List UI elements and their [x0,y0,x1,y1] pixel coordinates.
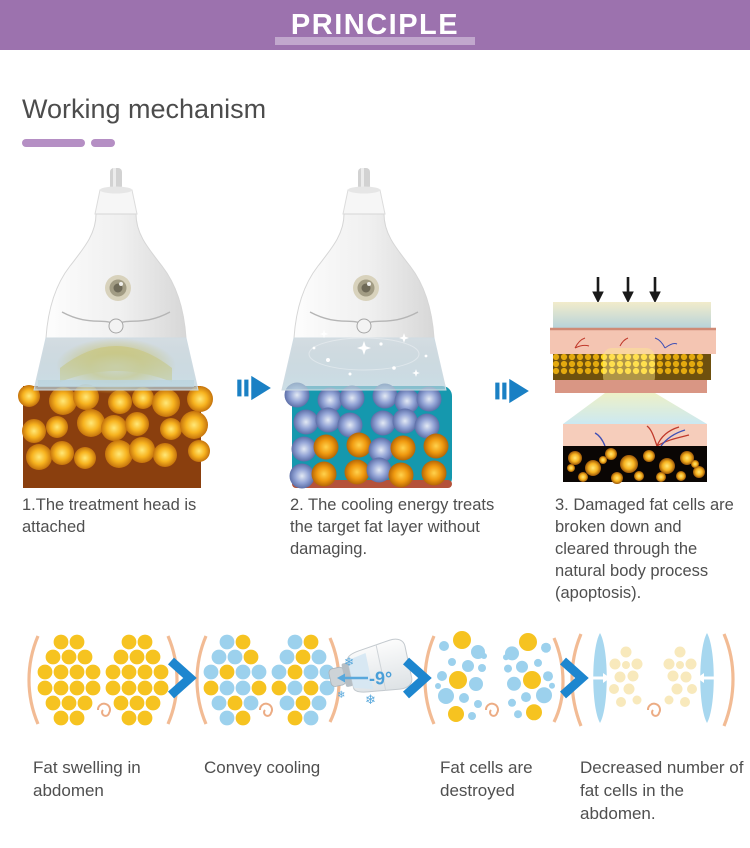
fat-cluster [105,634,169,726]
faded-fat-cluster [663,646,697,707]
banner-underline [275,37,475,45]
fast-forward-arrow-icon [495,378,529,404]
fat-cluster [37,634,101,726]
destroyed-fat-cluster [503,633,555,721]
banner: PRINCIPLE [0,0,750,50]
page-title: PRINCIPLE [290,9,460,41]
chevron-right-icon [402,657,432,699]
stage-label-1: Fat swelling in abdomen [33,758,141,800]
frozen-fat-cells [284,382,449,489]
highlight-zone [603,348,655,386]
snowflake-icon: ❄ [344,655,354,669]
fat-cells [18,384,213,470]
snowflake-icon: ❄ [365,692,376,707]
stage-label-2: Convey cooling [204,758,321,777]
fast-forward-arrow-icon [237,375,271,401]
navel-icon [97,702,661,717]
snowflake-icon: ❄ [337,690,345,701]
skin-vessels [574,337,678,349]
chevron-right-icon [559,657,589,699]
skin-layer [550,328,716,354]
flattened-abdomen-icon [592,633,610,723]
inward-arrow-icon [697,673,704,683]
step-caption-2: 2. The cooling energy treats the target … [290,496,495,558]
fat-layer-cells [552,353,704,375]
treatment-step-2-illustration [281,168,452,489]
treatment-step-1-illustration [18,168,213,488]
magnified-skin [563,424,707,446]
cooling-handpiece-icon: ❄ ❄ ❄ -9° [328,638,413,707]
title-accent-dash [22,139,85,147]
chevron-right-icon [167,657,197,699]
treatment-handpiece [33,168,199,391]
step-caption-1: 1.The treatment head is attached [22,496,197,536]
step-caption-3: 3. Damaged fat cells are broken down and… [555,496,734,602]
magnified-fat-cells [567,448,705,484]
magnified-vessels [594,425,690,447]
pressure-down-arrow-icon [592,277,661,304]
muscle-layer [555,380,707,393]
treatment-step-3-illustration [550,277,716,484]
cooling-sparkles [308,329,428,377]
faded-fat-cluster [609,646,643,707]
cooling-plate [553,302,711,328]
section-title: Working mechanism [22,94,267,124]
stage-label-4: Decreased number of fat cells in the abd… [580,758,744,823]
temperature-label: -9° [369,669,392,689]
cooling-fat-cluster [271,634,335,726]
left-arrow-icon [337,673,345,683]
process-strip-illustration: ❄ ❄ ❄ -9° [27,631,735,727]
stage-label-3: Fat cells are destroyed [440,758,533,800]
cooling-fat-cluster [203,634,267,726]
inward-arrow-icon [603,673,610,683]
treatment-handpiece [281,168,447,391]
title-accent-dash [91,139,115,147]
destroyed-fat-cluster [435,631,487,722]
magnifier-beam [563,393,707,424]
flattened-abdomen-icon [697,633,715,723]
